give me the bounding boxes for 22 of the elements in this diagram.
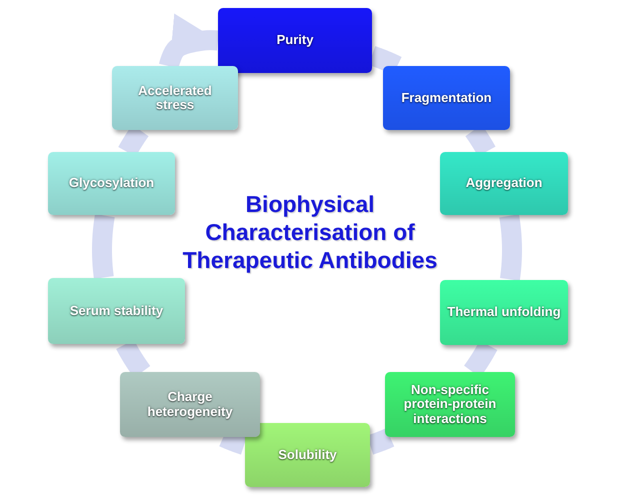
topic-box [440,152,568,215]
topic-box [120,372,260,437]
cycle-arrow [159,14,219,69]
topic-label: Glycosylation [68,176,154,191]
topic-box [245,423,370,487]
topic-box [112,66,238,130]
topic-box [385,372,515,437]
topic-label: Fragmentation [401,90,492,106]
topic-box [383,66,510,130]
topic-label: Aggregation [466,176,542,191]
topic-box [48,152,175,215]
topic-box [440,280,568,345]
topic-box [48,278,185,344]
topic-box [218,8,372,73]
topic-label: Solubility [278,448,337,462]
topic-label: Thermal unfolding [447,305,561,320]
topic-label: Purity [276,33,314,48]
topic-label: Non-specific protein-protein interactions [402,383,498,426]
topic-label: Serum stability [70,304,164,318]
topic-label: Charge heterogeneity [146,390,234,419]
diagram-title: Biophysical Characterisation of Therapeutic Antibodies [182,190,438,274]
topic-label: Accelerated stress [137,84,213,112]
